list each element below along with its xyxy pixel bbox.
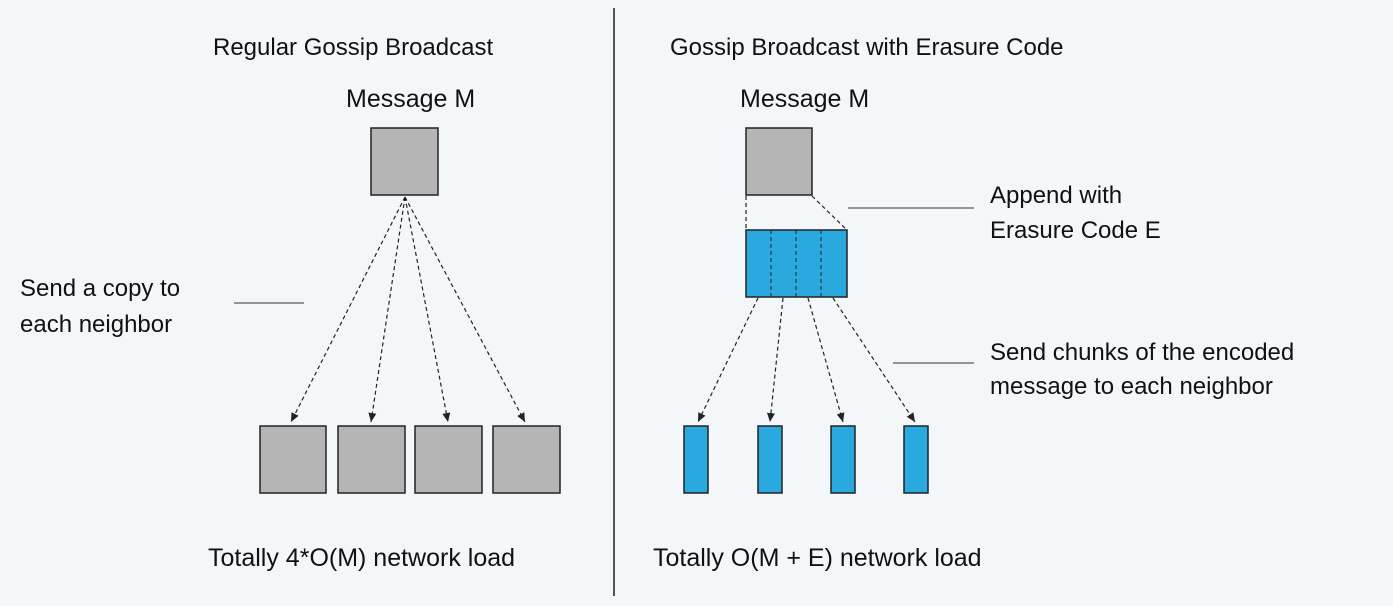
copy-arrow-1 [290,196,406,423]
left-annotation-line2: each neighbor [20,311,172,338]
chunk-box-4 [903,425,929,494]
chunk-arrows [697,297,916,423]
append-annotation-line2: Erasure Code E [990,217,1161,244]
send-annotation-line2: message to each neighbor [990,373,1273,400]
chunk-arrow-4 [832,297,916,423]
copy-arrow-3 [404,196,451,423]
left-annotation-line1: Send a copy to [20,275,180,302]
copy-arrow-2 [368,196,406,423]
encoded-message-block [745,229,848,298]
chunk-box-1 [683,425,709,494]
expansion-lines [745,195,848,231]
right-footer: Totally O(M + E) network load [653,544,982,572]
left-message-box [370,127,439,196]
expansion-line-right [811,195,848,231]
append-annotation-line1: Append with [990,182,1122,209]
right-panel: Gossip Broadcast with Erasure Code Messa… [653,34,1294,572]
chunk-arrow-3 [807,297,845,423]
chunk-arrow-1 [697,297,759,423]
send-annotation-line1: Send chunks of the encoded [990,339,1294,366]
left-message-label: Message M [346,85,475,113]
left-copy-arrows [290,196,526,423]
right-message-label: Message M [740,85,869,113]
left-neighbor-box-2 [337,425,406,494]
chunk-box-3 [830,425,856,494]
chunk-box-2 [757,425,783,494]
left-neighbor-box-1 [259,425,327,494]
left-neighbor-box-3 [414,425,483,494]
chunk-arrow-2 [766,297,784,423]
left-panel-title: Regular Gossip Broadcast [213,34,493,61]
copy-arrow-4 [404,196,526,423]
left-footer: Totally 4*O(M) network load [208,544,515,572]
left-neighbor-box-4 [492,425,561,494]
right-message-box [745,127,813,196]
left-panel: Regular Gossip Broadcast Message M Send … [20,34,561,572]
right-panel-title: Gossip Broadcast with Erasure Code [670,34,1064,61]
